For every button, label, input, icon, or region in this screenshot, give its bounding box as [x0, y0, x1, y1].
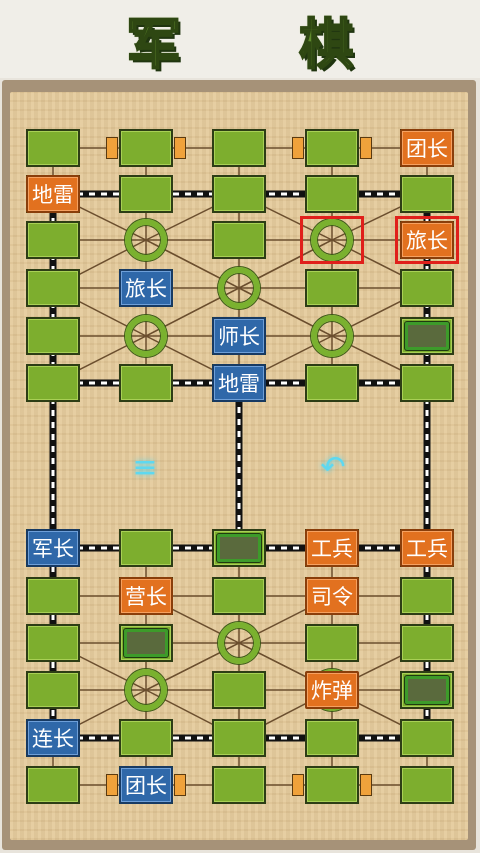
board-post[interactable]: [305, 175, 359, 213]
headquarters-marker: [174, 137, 186, 159]
board-post[interactable]: [400, 719, 454, 757]
board-post[interactable]: [400, 624, 454, 662]
game-piece[interactable]: 炸弹: [305, 671, 359, 709]
camp-station[interactable]: [311, 219, 353, 261]
board-post[interactable]: [305, 719, 359, 757]
headquarters-marker: [174, 774, 186, 796]
game-piece[interactable]: 旅长: [119, 269, 173, 307]
board-post[interactable]: [305, 364, 359, 402]
game-piece[interactable]: 军长: [26, 529, 80, 567]
headquarters-marker: [292, 137, 304, 159]
board-post[interactable]: [26, 364, 80, 402]
hidden-piece[interactable]: [124, 629, 168, 657]
board-post[interactable]: [212, 577, 266, 615]
board-post[interactable]: [119, 719, 173, 757]
hidden-piece[interactable]: [217, 534, 261, 562]
game-piece[interactable]: 营长: [119, 577, 173, 615]
board-post[interactable]: [305, 766, 359, 804]
camp-station[interactable]: [125, 669, 167, 711]
board-post[interactable]: [400, 175, 454, 213]
headquarters-marker: [360, 137, 372, 159]
undo-button[interactable]: ↶: [313, 447, 353, 487]
board-post[interactable]: [26, 317, 80, 355]
game-piece[interactable]: 师长: [212, 317, 266, 355]
hidden-piece[interactable]: [405, 676, 449, 704]
camp-station[interactable]: [125, 315, 167, 357]
board-post[interactable]: [119, 529, 173, 567]
undo-icon: ↶: [320, 449, 346, 485]
board-post[interactable]: [26, 671, 80, 709]
board-post[interactable]: [400, 577, 454, 615]
game-piece[interactable]: 地雷: [212, 364, 266, 402]
game-title: 军 棋: [126, 12, 404, 77]
board-post[interactable]: [400, 766, 454, 804]
headquarters-marker: [106, 774, 118, 796]
game-piece[interactable]: 工兵: [305, 529, 359, 567]
game-piece[interactable]: 旅长: [400, 221, 454, 259]
game-piece[interactable]: 团长: [119, 766, 173, 804]
board-post[interactable]: [119, 364, 173, 402]
game-piece[interactable]: 司令: [305, 577, 359, 615]
board-post[interactable]: [400, 364, 454, 402]
board-post[interactable]: [119, 129, 173, 167]
board-post[interactable]: [400, 269, 454, 307]
menu-icon: ≡: [132, 449, 158, 485]
camp-station[interactable]: [218, 267, 260, 309]
game-piece[interactable]: 工兵: [400, 529, 454, 567]
game-piece[interactable]: 连长: [26, 719, 80, 757]
selection-highlight: [395, 216, 459, 264]
board-post[interactable]: [212, 175, 266, 213]
headquarters-marker: [360, 774, 372, 796]
camp-station[interactable]: [218, 622, 260, 664]
board-post[interactable]: [212, 719, 266, 757]
board-post[interactable]: [26, 624, 80, 662]
board-post[interactable]: [26, 269, 80, 307]
board-post[interactable]: [212, 129, 266, 167]
selection-highlight: [300, 216, 364, 264]
board-post[interactable]: [305, 129, 359, 167]
hidden-piece[interactable]: [405, 322, 449, 350]
board-post[interactable]: [26, 129, 80, 167]
game-piece[interactable]: 团长: [400, 129, 454, 167]
board-post[interactable]: [212, 766, 266, 804]
board-post[interactable]: [212, 671, 266, 709]
board-post[interactable]: [119, 175, 173, 213]
game-piece[interactable]: 地雷: [26, 175, 80, 213]
headquarters-marker: [106, 137, 118, 159]
header: 军 棋: [0, 0, 480, 78]
camp-station[interactable]: [311, 315, 353, 357]
headquarters-marker: [292, 774, 304, 796]
board-post[interactable]: [26, 766, 80, 804]
board-post[interactable]: [212, 221, 266, 259]
board-post[interactable]: [26, 577, 80, 615]
camp-station[interactable]: [125, 219, 167, 261]
menu-button[interactable]: ≡: [125, 447, 165, 487]
board-post[interactable]: [26, 221, 80, 259]
board-post[interactable]: [305, 269, 359, 307]
board-post[interactable]: [305, 624, 359, 662]
